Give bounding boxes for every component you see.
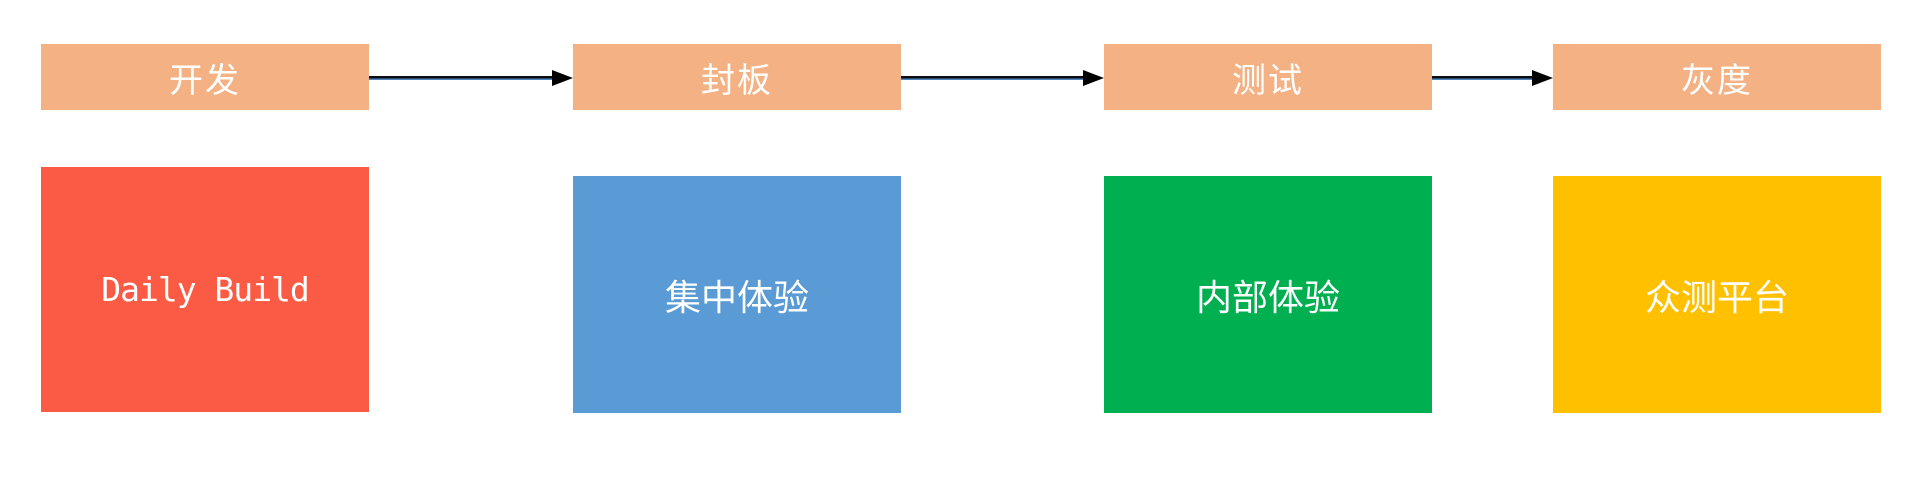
arrow-head-icon: [1532, 70, 1553, 86]
deliverable-box-centralized-experience: 集中体验: [573, 176, 901, 413]
arrow-dev-to-freeze: [369, 70, 573, 86]
stage-box-gray-release: 灰度: [1553, 44, 1881, 110]
arrow-shaft: [901, 76, 1088, 80]
deliverable-box-daily-build: Daily Build: [41, 167, 369, 412]
arrow-shaft: [1432, 76, 1537, 80]
arrow-head-icon: [1083, 70, 1104, 86]
arrow-shaft: [369, 76, 557, 80]
stage-box-freeze: 封板: [573, 44, 901, 110]
deliverable-box-internal-experience: 内部体验: [1104, 176, 1432, 413]
deliverable-box-crowdtest-platform: 众测平台: [1553, 176, 1881, 413]
stage-box-test: 测试: [1104, 44, 1432, 110]
arrow-test-to-gray: [1432, 70, 1553, 86]
arrow-head-icon: [552, 70, 573, 86]
arrow-freeze-to-test: [901, 70, 1104, 86]
stage-box-dev: 开发: [41, 44, 369, 110]
